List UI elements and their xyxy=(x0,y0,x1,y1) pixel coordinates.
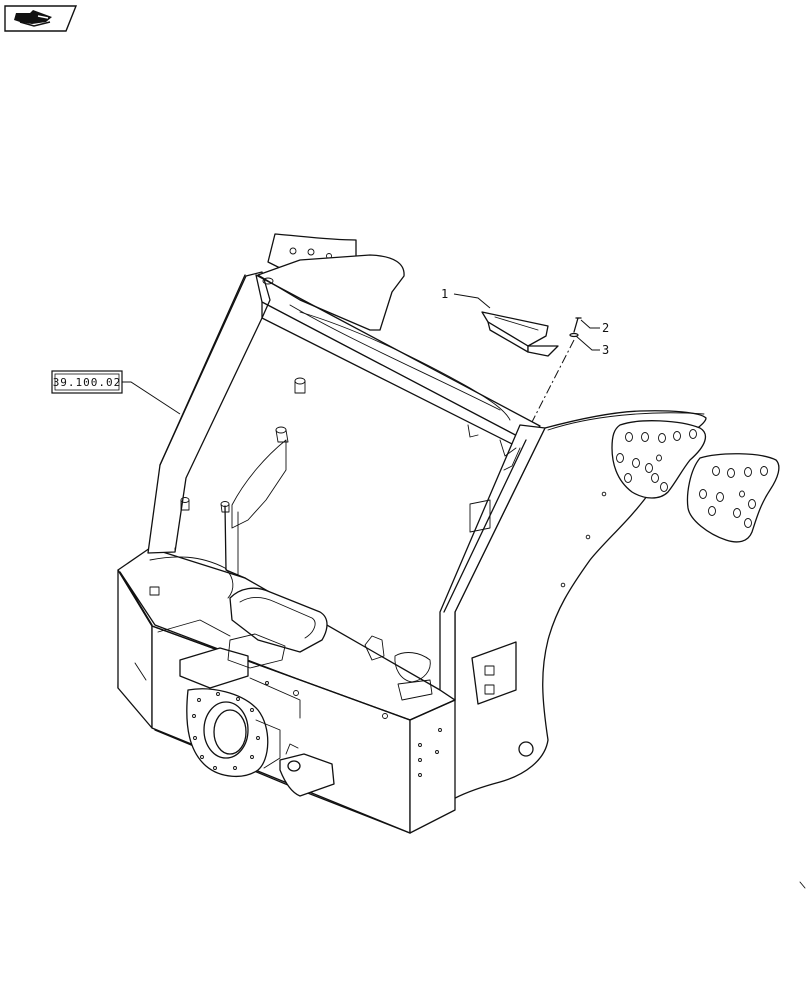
axle-pivot xyxy=(186,677,301,777)
callout-2-leader xyxy=(580,319,600,329)
callout-3: 3 xyxy=(602,343,609,357)
callout-1: 1 xyxy=(441,287,448,301)
corner-mark xyxy=(799,881,806,889)
nav-badge[interactable] xyxy=(4,5,78,32)
part-2-bolt xyxy=(573,317,582,333)
reference-leader xyxy=(122,381,181,415)
right-side-panel xyxy=(409,410,780,834)
frame-body xyxy=(117,233,546,834)
part-3-washer xyxy=(569,332,579,338)
hand-pointer-icon xyxy=(14,10,52,27)
callout-2: 2 xyxy=(602,321,609,335)
callout-1-leader xyxy=(453,293,491,309)
reference-label[interactable]: 39.100.02 xyxy=(51,370,123,394)
callout-3-leader xyxy=(575,335,600,351)
part-1-cover-plate xyxy=(481,311,559,357)
assembly-centerline xyxy=(531,339,575,423)
reference-label-text: 39.100.02 xyxy=(53,376,122,389)
